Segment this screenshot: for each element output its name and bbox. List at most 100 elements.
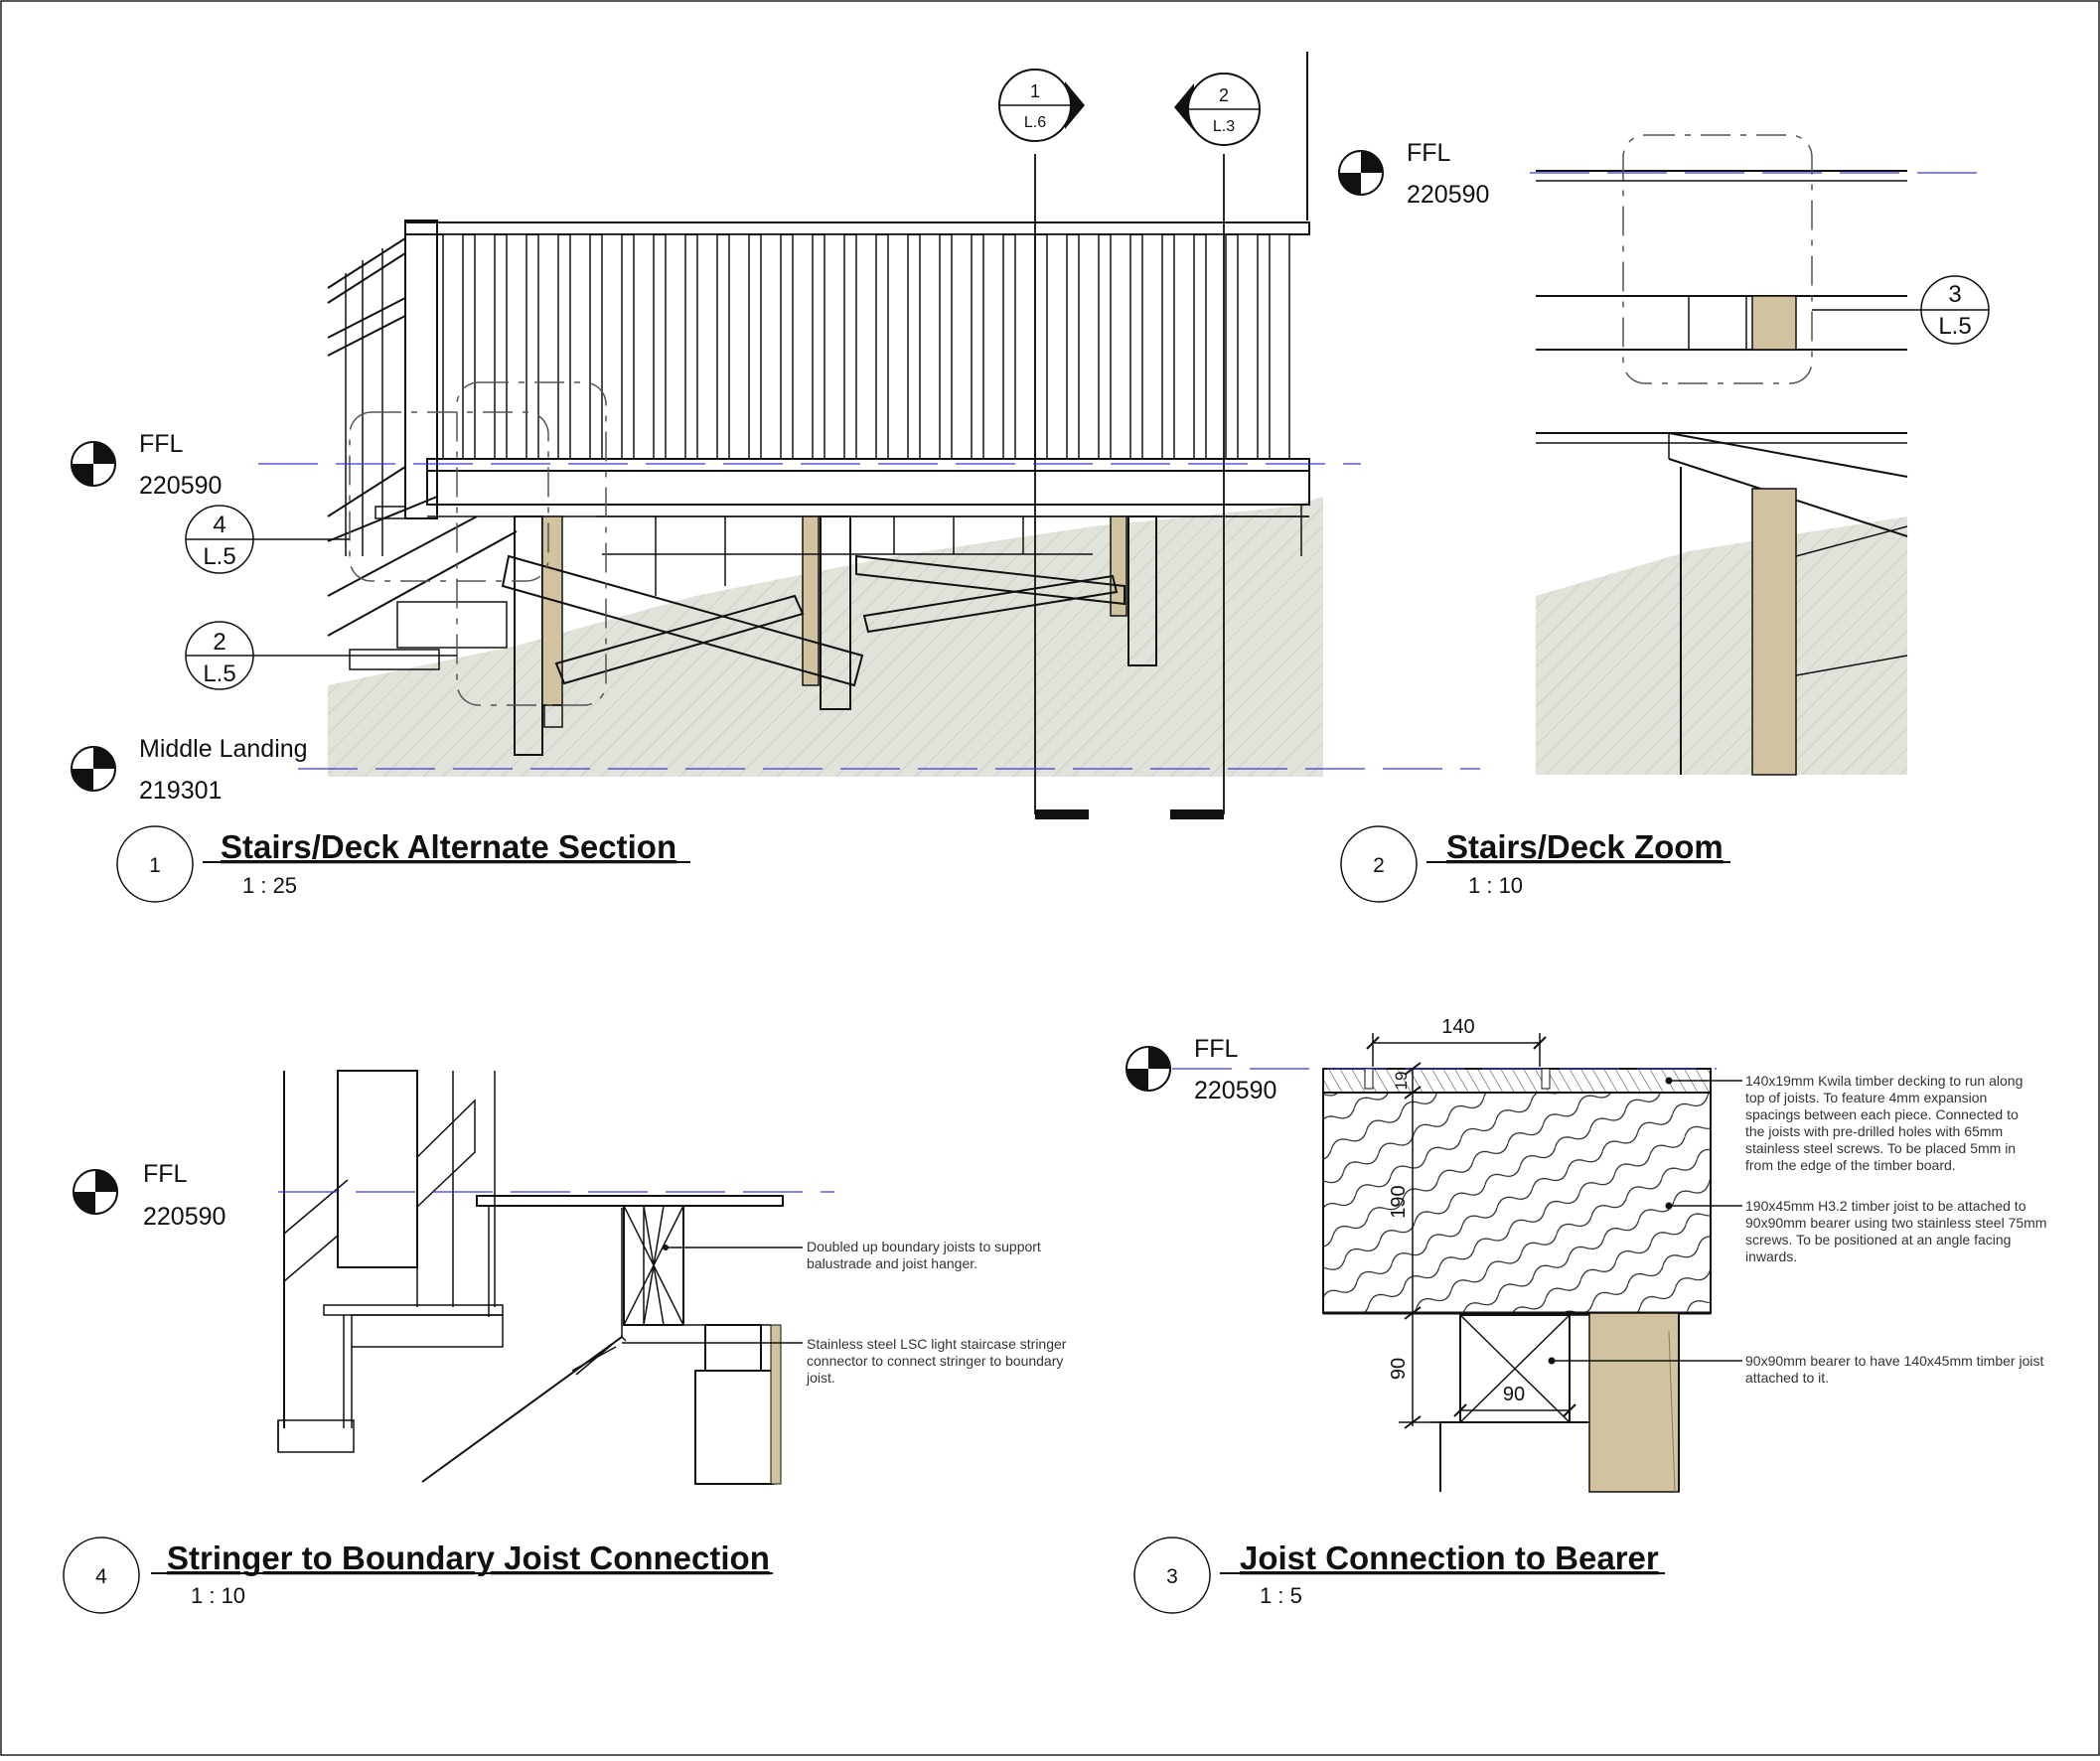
callout-2-sheet: L.5 — [203, 660, 235, 687]
bottom-rail — [426, 458, 1310, 472]
post-3 — [1127, 515, 1157, 666]
v3-note-b: 190x45mm H3.2 timber joist to be attache… — [1745, 1198, 2050, 1264]
callout-2-num: 2 — [213, 629, 225, 656]
baluster — [919, 233, 941, 460]
top-rail — [404, 221, 1310, 235]
view-2-scale: 1 : 10 — [1468, 873, 1523, 898]
view-2-number: 2 — [1373, 854, 1385, 877]
baluster — [855, 233, 877, 460]
baluster — [792, 233, 814, 460]
dim-190: 190 — [1388, 1185, 1410, 1218]
view-4-scale: 1 : 10 — [191, 1583, 245, 1608]
section-mark-2-num: 2 — [1219, 85, 1229, 105]
view-4-title-block: 4 Stringer to Boundary Joist Connection … — [63, 1537, 773, 1614]
view-4-number: 4 — [95, 1565, 107, 1588]
balusters — [442, 233, 1290, 460]
callout-tag-3[interactable]: 3 L.5 — [1920, 275, 1990, 345]
callout-4-num: 4 — [213, 512, 225, 538]
post-2-timber — [802, 515, 820, 686]
section-mark-2[interactable]: 2 L.3 — [1174, 73, 1261, 146]
baluster — [1173, 233, 1195, 460]
baluster — [442, 233, 464, 460]
section-mark-1-sheet: L.6 — [1024, 114, 1046, 131]
view-3-title: Joist Connection to Bearer — [1240, 1540, 1659, 1576]
ffl-value-v2: 220590 — [1407, 181, 1489, 209]
dim-90-vertical: 90 — [1388, 1358, 1410, 1380]
baluster — [887, 233, 909, 460]
v3-joist — [1322, 1092, 1712, 1314]
baluster — [951, 233, 973, 460]
view-3-scale: 1 : 5 — [1260, 1583, 1302, 1608]
section-mark-1[interactable]: 1 L.6 — [998, 69, 1085, 142]
v4-stringer — [421, 1336, 623, 1483]
cross-brace-1 — [501, 554, 864, 687]
view-1-scale: 1 : 25 — [242, 873, 297, 898]
ffl-value-v1: 220590 — [139, 472, 222, 500]
callout-tag-4[interactable]: 4 L.5 — [185, 505, 350, 574]
deck-edge-beam — [426, 470, 1310, 506]
v3-post-timber — [1588, 1312, 1680, 1493]
baluster — [1141, 233, 1163, 460]
view-3-detail — [1172, 1033, 1742, 1493]
landing-label-v1: Middle Landing — [139, 735, 308, 763]
stair-handrail — [327, 237, 406, 304]
section-mark-2-sheet: L.3 — [1213, 118, 1235, 135]
view-1-title: Stairs/Deck Alternate Section — [221, 828, 676, 865]
baluster — [506, 233, 527, 460]
baluster — [569, 233, 591, 460]
callout-4-sheet: L.5 — [203, 543, 235, 570]
baluster — [633, 233, 655, 460]
view-4-detail — [277, 1070, 834, 1485]
landing-value-v1: 219301 — [139, 777, 222, 805]
ffl-label-v3: FFL — [1194, 1035, 1239, 1063]
baluster — [728, 233, 750, 460]
baluster — [665, 233, 686, 460]
dim-19: 19 — [1392, 1072, 1411, 1091]
v4-note-a: Doubled up boundary joists to support ba… — [807, 1239, 1045, 1271]
view-2-title: Stairs/Deck Zoom — [1446, 828, 1724, 865]
baluster — [1046, 233, 1068, 460]
ffl-value-v4: 220590 — [143, 1203, 225, 1231]
view-3-title-block: 3 Joist Connection to Bearer 1 : 5 — [1133, 1537, 1665, 1614]
ground-fill — [328, 497, 1323, 777]
baluster — [601, 233, 623, 460]
baluster — [1078, 233, 1100, 460]
baluster — [982, 233, 1004, 460]
v3-note-a: 140x19mm Kwila timber decking to run alo… — [1745, 1073, 2026, 1173]
view-2-zoom — [1530, 134, 1977, 776]
newel-post — [404, 220, 438, 519]
zoom-joist-timber — [1751, 295, 1797, 351]
stair-stringer — [327, 515, 518, 637]
baluster — [696, 233, 718, 460]
baluster — [824, 233, 845, 460]
level-marker-ffl-v4: FFL 220590 — [73, 1160, 225, 1231]
level-marker-ffl-v3: FFL 220590 — [1125, 1035, 1276, 1104]
post-2 — [820, 515, 851, 710]
v4-decking — [476, 1195, 784, 1207]
ffl-label-v4: FFL — [143, 1160, 188, 1188]
ffl-label-v2: FFL — [1407, 139, 1451, 167]
callout-tag-2[interactable]: 2 L.5 — [185, 621, 457, 690]
view-1-number: 1 — [149, 854, 161, 877]
baluster — [1237, 233, 1259, 460]
level-marker-landing-v1: Middle Landing 219301 — [71, 735, 308, 805]
v4-note-b: Stainless steel LSC light staircase stri… — [806, 1336, 1070, 1386]
baluster — [537, 233, 559, 460]
baluster — [1269, 233, 1290, 460]
callout-3-num: 3 — [1948, 281, 1961, 308]
callout-boundary-4 — [349, 411, 549, 582]
view-1-section — [258, 52, 1480, 819]
baluster — [1110, 233, 1131, 460]
level-marker-ffl-v1: FFL 220590 — [71, 430, 222, 500]
view-3-number: 3 — [1166, 1565, 1178, 1588]
ffl-value-v3: 220590 — [1194, 1077, 1276, 1104]
level-marker-ffl-v2: FFL 220590 — [1338, 139, 1489, 209]
baluster — [760, 233, 782, 460]
dim-140: 140 — [1441, 1016, 1474, 1038]
baluster — [474, 233, 496, 460]
zoom-post-timber — [1751, 488, 1797, 776]
view-1-title-block: 1 Stairs/Deck Alternate Section 1 : 25 — [116, 825, 690, 903]
